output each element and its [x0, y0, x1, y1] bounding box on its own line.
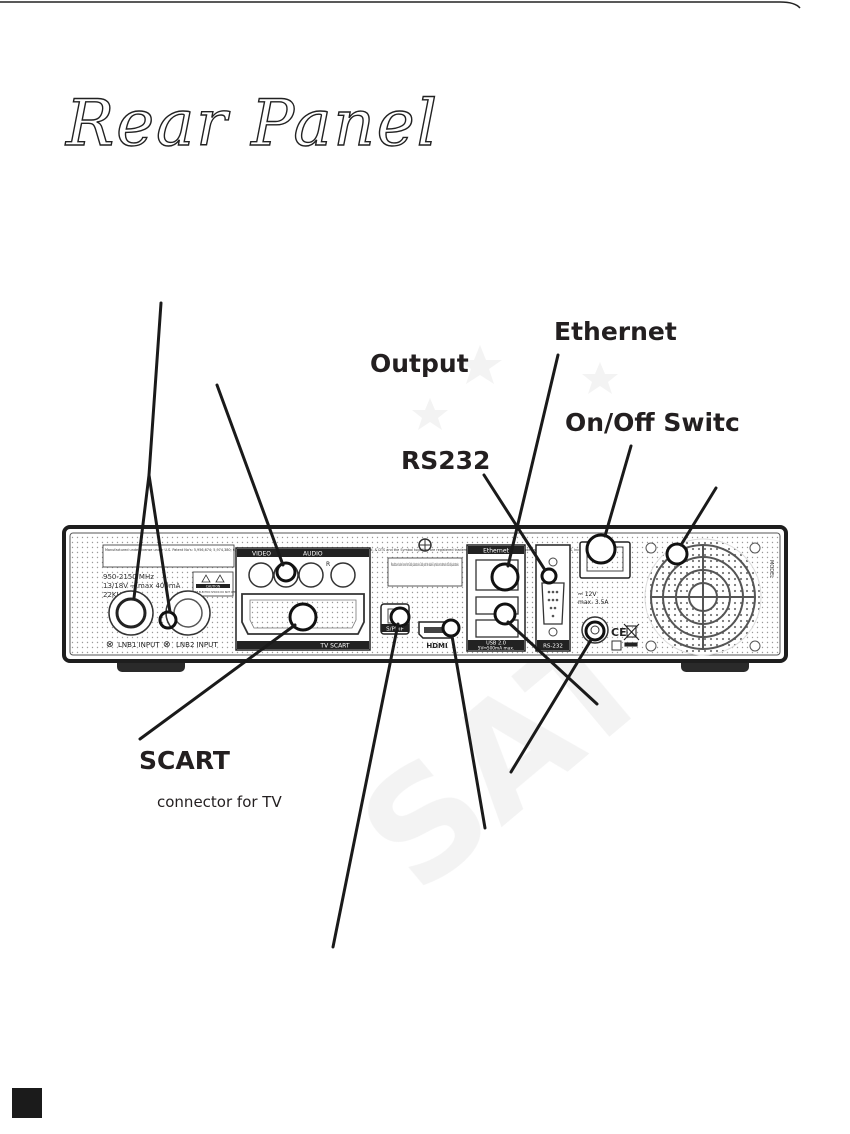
- patent-text-box: [102, 544, 235, 568]
- ethernet-marker: [490, 562, 520, 592]
- usb-marker: [493, 602, 517, 626]
- dolby-text-box: [387, 557, 463, 587]
- usb-spec-label: 5V⎓500mA max.: [478, 646, 515, 652]
- video-marker: [275, 561, 297, 583]
- audio-r-label: R: [326, 561, 330, 568]
- rs232-marker: [540, 567, 558, 585]
- svg-text:CAUTION: CAUTION: [206, 584, 221, 588]
- ce-mark: CE: [611, 626, 627, 639]
- callout-leader-lines: [132, 301, 718, 949]
- leader-rs232: [482, 473, 547, 572]
- rs232-small-label: RS-232: [543, 644, 563, 650]
- rs232-port: [541, 582, 565, 625]
- ethernet-label: Ethernet: [554, 317, 677, 346]
- fan-marker: [665, 542, 689, 566]
- tv-scart-label: TV SCART: [319, 643, 350, 650]
- power-switch-marker: [585, 533, 617, 565]
- leader-fan: [679, 486, 718, 547]
- svg-text:S/PDIF: S/PDIF: [386, 627, 404, 633]
- leader-hdmi: [450, 634, 487, 830]
- lnb2-label: LNB2 INPUT: [176, 641, 218, 649]
- khz-text: 22KHz: [103, 591, 126, 599]
- svg-text:HDMI: HDMI: [426, 642, 447, 650]
- scart-label: SCART: [139, 746, 230, 775]
- page-title: Rear Panel: [65, 87, 440, 161]
- model-text: MODEL: [768, 560, 774, 578]
- lnb2-connector: [165, 590, 211, 636]
- spdif-marker: [389, 606, 411, 628]
- leader-lnb-main: [147, 301, 163, 477]
- rca-jacks: [248, 562, 356, 588]
- leader-lnb2: [147, 473, 172, 614]
- lnb-power-text: 13/18V ⎓ max 400mA: [103, 582, 181, 590]
- video-label: VIDEO: [252, 551, 271, 558]
- cooling-fan-grille: [644, 538, 762, 656]
- top-rule: [0, 1, 801, 9]
- power-spec-2: max. 3.5A: [578, 599, 609, 606]
- svg-text:⊗: ⊗: [106, 640, 114, 650]
- leader-dc-power: [509, 638, 593, 774]
- freq-text: 950-2150 MHz: [103, 573, 154, 581]
- usb-label: USB 2.0: [486, 641, 506, 647]
- leader-video: [215, 383, 285, 567]
- leader-scart: [138, 623, 297, 741]
- rs232-label: RS232: [401, 446, 491, 475]
- svg-text:⊗: ⊗: [163, 640, 171, 650]
- leader-usb: [506, 620, 599, 706]
- svg-text:Ethernet: Ethernet: [483, 548, 509, 555]
- hdmi-marker: [441, 618, 461, 638]
- leader-spdif: [331, 622, 400, 949]
- dc-power-marker: [584, 620, 606, 642]
- svg-text:RISK OF ELECTRIC SHOCK DO NOT: RISK OF ELECTRIC SHOCK DO NOT OPEN: [189, 591, 238, 594]
- power-spec-1: ⎓ 12V: [578, 591, 597, 598]
- leader-ethernet: [506, 353, 560, 568]
- weee-icon: [623, 623, 640, 647]
- audio-label: AUDIO: [303, 551, 323, 558]
- on-off-switch-label: On/Off Switc: [565, 408, 740, 437]
- svg-text:Manufactured under license fro: Manufactured under license from Dolby La…: [391, 562, 459, 567]
- scart-marker: [288, 602, 318, 632]
- leader-on-off: [603, 444, 633, 538]
- scart-sub-label: connector for TV: [157, 793, 282, 811]
- lnb2-marker: [158, 610, 178, 630]
- page-corner-marker: [12, 1088, 42, 1118]
- lnb1-connector: [108, 590, 154, 636]
- output-label: Output: [370, 349, 469, 378]
- lnb1-label: LNB1 INPUT: [118, 641, 160, 649]
- leader-lnb1: [132, 473, 151, 600]
